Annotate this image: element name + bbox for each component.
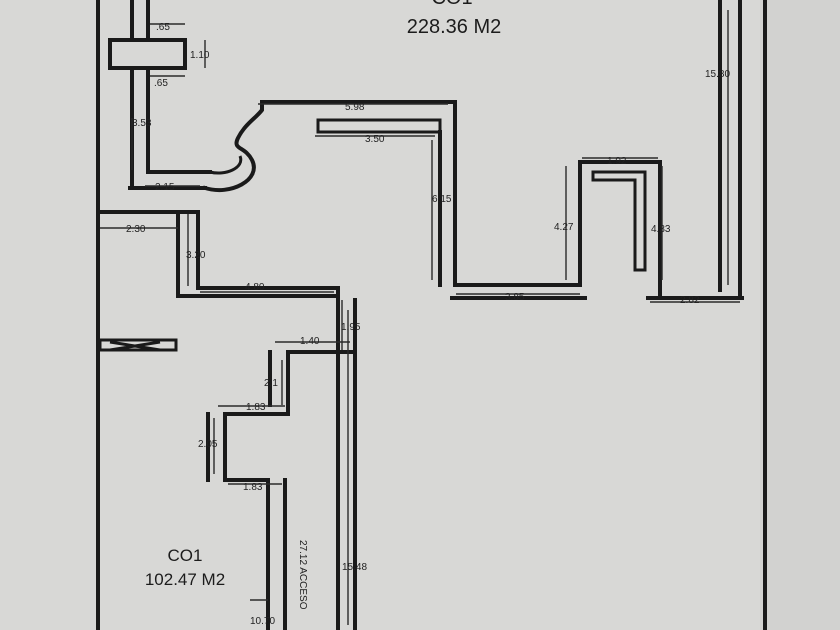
dim-433: 4.33 [651, 224, 671, 235]
dim-598: 5.98 [345, 102, 365, 113]
wall-steps-inner [206, 350, 287, 630]
dim-230: 2.30 [126, 224, 146, 235]
dim-1070: 10.70 [250, 616, 275, 627]
dim-1548: 15.48 [342, 562, 367, 573]
wall-curved-niche-inner [209, 155, 243, 175]
dim-140: 1.40 [300, 336, 320, 347]
dimension-lines [100, 10, 740, 625]
dim-110: 1.10 [190, 50, 210, 61]
dim-21: 2.1 [264, 378, 278, 389]
dim-615: 6.15 [432, 194, 452, 205]
dim-385: 3.85 [505, 292, 525, 303]
wall-pocket-inner [591, 170, 647, 272]
dim-1580: 15.80 [705, 69, 730, 80]
wall-pocket [578, 160, 662, 300]
wall-320 [176, 210, 340, 298]
wall-steps [223, 350, 357, 630]
dim-065-bottom: .65 [154, 78, 168, 89]
hatch-left [98, 338, 178, 352]
hatch-cross [109, 340, 161, 352]
dim-282: 2.82 [680, 295, 700, 306]
lot-bottom-name: CO1 [168, 546, 203, 565]
wall-598 [260, 100, 582, 287]
dim-353: 3.53 [132, 118, 152, 129]
dim-183a: 1.83 [246, 402, 266, 413]
dim-350: 3.50 [365, 134, 385, 145]
dim-205: 2.05 [198, 439, 218, 450]
dim-acceso-rotated: 27.12 ACCESO [297, 540, 308, 610]
dim-480: 4.80 [245, 282, 265, 293]
lot-top-area: 228.36 M2 [407, 16, 502, 38]
lot-top-name: CO1 [431, 0, 472, 9]
wall-480 [196, 286, 340, 630]
dim-320: 3.20 [186, 250, 206, 261]
dim-215: 2.15 [155, 182, 175, 193]
wall-top-left-corridor [130, 0, 150, 42]
dim-192: 1.92 [607, 156, 627, 167]
wall-curved-niche [202, 100, 264, 193]
dim-183b: 1.83 [243, 482, 263, 493]
wall-1580 [718, 0, 742, 300]
lot-bottom-area: 102.47 M2 [145, 570, 225, 589]
dim-427: 4.27 [554, 222, 574, 233]
dim-195: 1.95 [341, 322, 361, 333]
dim-065-top: .65 [156, 22, 170, 33]
paper-shade-right [760, 0, 840, 630]
